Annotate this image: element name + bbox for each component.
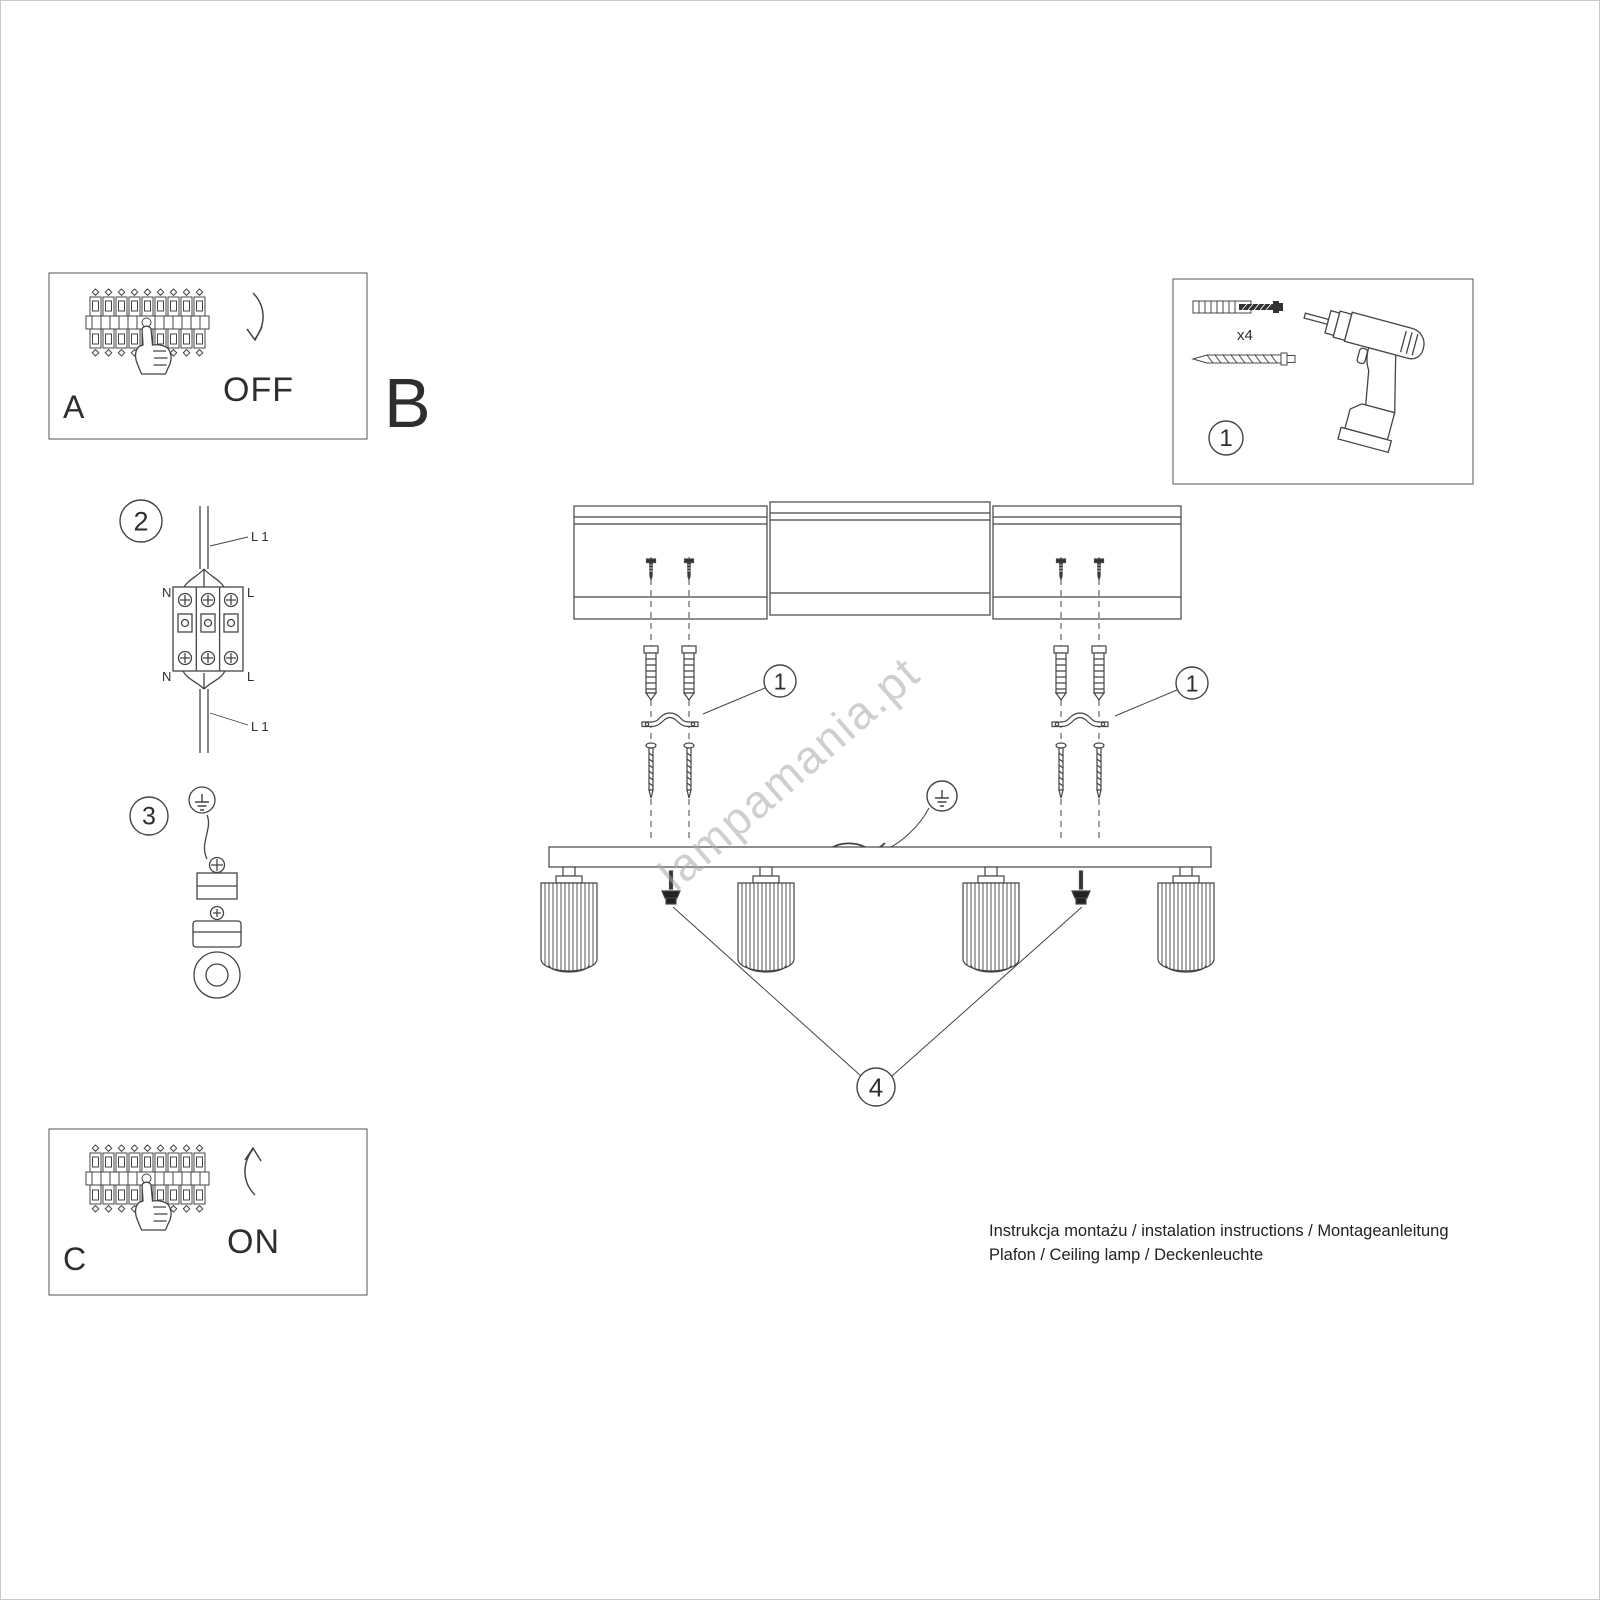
callout-4 xyxy=(672,906,1083,1107)
assembly-diagram xyxy=(540,501,1215,1107)
fixture-bar xyxy=(548,846,1212,868)
panel-a-label: A xyxy=(63,389,85,425)
callout-1-left xyxy=(702,664,797,715)
grounding-diagram xyxy=(129,786,242,999)
lamp-shade-2 xyxy=(737,866,795,973)
callout-4-number: 4 xyxy=(868,1072,884,1103)
adjuster-knob-right xyxy=(1071,870,1091,905)
cable-clamp xyxy=(192,856,242,999)
lamp-shade-4 xyxy=(1157,866,1215,973)
panel-c-state: ON xyxy=(227,1223,280,1261)
step-1-number: 1 xyxy=(1219,425,1233,452)
section-b-label: B xyxy=(384,364,431,442)
wall-plug-icon xyxy=(1192,300,1284,314)
wire-label-n-bottom: N xyxy=(162,669,172,684)
panel-a-state: OFF xyxy=(223,371,294,409)
panel-a-drawing xyxy=(48,272,368,440)
step-3-circle xyxy=(129,796,169,836)
callout-1-right xyxy=(1114,666,1209,717)
panel-c-drawing xyxy=(48,1128,368,1296)
wire-label-n-top: N xyxy=(162,585,172,600)
step-2-circle xyxy=(119,499,163,543)
wire-label-l-bottom: L xyxy=(247,669,255,684)
ground-symbol-icon xyxy=(188,786,216,814)
callout-1-right-number: 1 xyxy=(1185,670,1199,697)
step-1-circle xyxy=(1208,420,1244,456)
footer-line-1: Instrukcja montażu / instalation instruc… xyxy=(989,1222,1449,1240)
footer-text: Instrukcja montażu / instalation instruc… xyxy=(989,1219,1449,1267)
terminal-block xyxy=(172,586,244,672)
wiring-diagram xyxy=(119,499,249,753)
step-3-number: 3 xyxy=(142,802,156,831)
on-arrow-icon xyxy=(244,1147,262,1196)
footer-line-2: Plafon / Ceiling lamp / Deckenleuchte xyxy=(989,1246,1264,1264)
tools-box-drawing xyxy=(1172,278,1474,485)
wire-label-l-top: L xyxy=(247,585,255,600)
callout-1-left-number: 1 xyxy=(773,668,787,695)
step-2-number: 2 xyxy=(133,506,149,537)
mounting-rail xyxy=(573,501,1182,620)
wire-label-l1-bottom: L 1 xyxy=(251,719,269,734)
drill-icon xyxy=(1275,300,1429,455)
screw-icon xyxy=(1192,352,1296,366)
panel-c-label: C xyxy=(63,1241,87,1277)
off-arrow-icon xyxy=(246,292,264,341)
lamp-shade-3 xyxy=(962,866,1020,973)
anchor-quantity: x4 xyxy=(1237,327,1253,344)
lamp-shade-1 xyxy=(540,866,598,973)
wire-label-l1-top: L 1 xyxy=(251,529,269,544)
earth-callout xyxy=(830,780,958,851)
